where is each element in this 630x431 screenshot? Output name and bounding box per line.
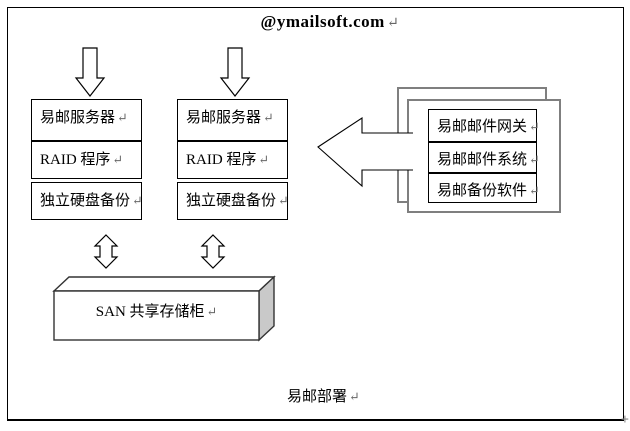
- left-stack-server-box: 易邮服务器↵: [31, 99, 142, 141]
- software-gateway-box: 易邮邮件网关↵: [428, 109, 540, 142]
- software-backup-label: 易邮备份软件: [437, 183, 528, 199]
- left-stack-server-label: 易邮服务器: [40, 110, 116, 126]
- middle-stack-raid-label: RAID 程序: [186, 152, 257, 168]
- diagram-caption-text: 易邮部署: [287, 389, 348, 405]
- paragraph-mark: ↵: [349, 390, 360, 404]
- middle-stack-server-box: 易邮服务器↵: [177, 99, 288, 141]
- page-title: @ymailsoft.com↵: [30, 12, 630, 32]
- paragraph-mark: ↵: [132, 194, 143, 208]
- software-gateway-label: 易邮邮件网关: [437, 119, 528, 135]
- paragraph-mark: ↵: [117, 111, 128, 125]
- paragraph-mark: ↵: [258, 153, 270, 167]
- middle-stack-server-label: 易邮服务器: [186, 110, 262, 126]
- paragraph-mark: ↵: [263, 111, 274, 125]
- paragraph-mark: ↵: [278, 194, 289, 208]
- left-stack-raid-box: RAID 程序↵: [31, 141, 142, 179]
- software-mail-system-label: 易邮邮件系统: [437, 152, 528, 168]
- paragraph-mark: ↵: [529, 153, 540, 167]
- middle-stack-backup-label: 独立硬盘备份: [186, 193, 277, 209]
- paragraph-mark: ↵: [112, 153, 124, 167]
- software-mail-system-box: 易邮邮件系统↵: [428, 142, 540, 173]
- paragraph-mark: ↵: [206, 305, 218, 319]
- page-title-text: @ymailsoft.com: [260, 12, 385, 31]
- diagram-caption: 易邮部署↵: [287, 385, 360, 406]
- left-stack-backup-label: 独立硬盘备份: [40, 193, 131, 209]
- software-backup-box: 易邮备份软件↵: [428, 173, 540, 203]
- resize-handle-icon[interactable]: +: [621, 412, 629, 427]
- page-border: [7, 7, 624, 421]
- left-stack-raid-label: RAID 程序: [40, 152, 111, 168]
- paragraph-mark: ↵: [529, 120, 540, 134]
- paragraph-mark: ↵: [529, 184, 540, 198]
- san-storage-label-row: SAN 共享存储柜↵: [54, 300, 259, 321]
- left-stack-backup-box: 独立硬盘备份↵: [31, 182, 143, 220]
- middle-stack-raid-box: RAID 程序↵: [177, 141, 288, 179]
- san-storage-label: SAN 共享存储柜: [95, 304, 205, 320]
- middle-stack-backup-box: 独立硬盘备份↵: [177, 182, 289, 220]
- paragraph-mark: ↵: [386, 15, 400, 31]
